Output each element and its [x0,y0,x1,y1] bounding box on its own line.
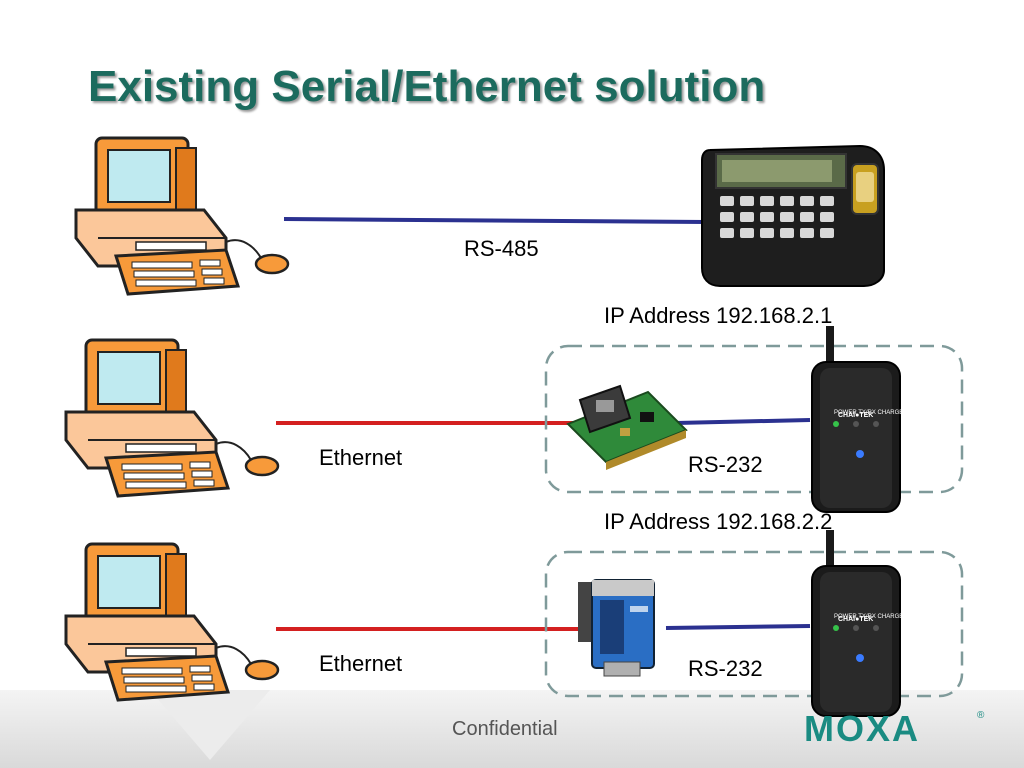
ip-address-label-1: IP Address 192.168.2.1 [604,303,832,329]
rs485-label: RS-485 [464,236,539,262]
rs232-label-2: RS-232 [688,656,763,682]
computer-icon [66,544,278,700]
rs232-label-1: RS-232 [688,452,763,478]
moxa-logo: MOXA [804,708,920,750]
ip-address-label-2: IP Address 192.168.2.2 [604,509,832,535]
computer-icon [66,340,278,496]
footer-confidential: Confidential [452,718,558,741]
computer-icon [76,138,288,294]
rs232-line-1 [676,420,810,423]
reader-brand-label: CHAI●TEK [838,616,873,623]
handheld-reader-icon [812,530,903,716]
serial-module-icon [568,386,686,470]
handheld-reader-icon [812,326,903,512]
registered-mark: ® [977,710,984,721]
reader-brand-label: CHAI●TEK [838,412,873,419]
ethernet-label-1: Ethernet [319,445,402,471]
rs485-line [284,219,706,222]
ethernet-label-2: Ethernet [319,651,402,677]
fingerprint-terminal-icon [702,146,884,286]
rs232-line-2 [666,626,810,628]
device-server-icon [578,580,654,676]
